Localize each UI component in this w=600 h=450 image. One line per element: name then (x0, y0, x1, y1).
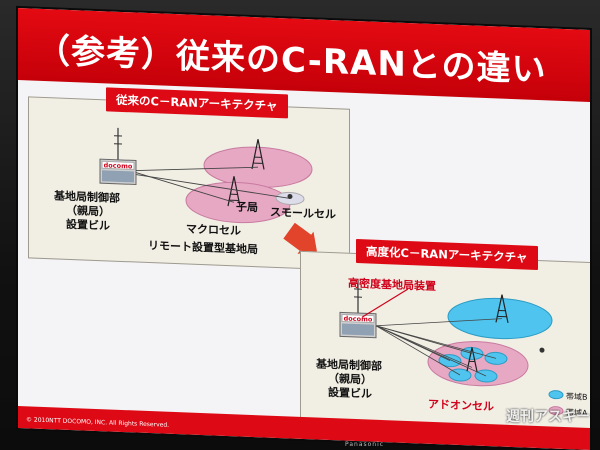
old-building-caption-3: 設置ビル (66, 217, 110, 233)
building-logo: docomo (104, 161, 133, 170)
new-building-caption-3: 設置ビル (328, 385, 372, 401)
fronthaul-links (375, 318, 503, 377)
legend-band-b: 帯域B (566, 392, 588, 402)
high-density-label: 高密度基地局装置 (348, 276, 436, 294)
legend (548, 390, 564, 416)
child-station-label: 子局 (236, 200, 258, 215)
small-cell-node (287, 193, 293, 199)
high-density-pointer (361, 288, 409, 318)
building-icon: docomo (339, 279, 377, 339)
fronthaul-links (135, 166, 291, 203)
old-cran-diagram: docomo (99, 127, 313, 224)
tower-icon (251, 139, 265, 170)
transition-arrow (283, 222, 317, 254)
building-logo: docomo (344, 315, 373, 324)
tower-icon (495, 294, 509, 323)
addon-cell-label: アドオンセル (428, 397, 494, 414)
slide-title: （参考）従来のC-RANとの違い (36, 30, 547, 91)
small-cell-label: スモールセル (270, 205, 336, 222)
tv-brand-logo: Panasonic (345, 441, 385, 448)
slide-screen: （参考）従来のC-RANとの違い 従来のC－RANアーキテクチャ docomo (18, 8, 590, 450)
watermark: 週刊アスキー (506, 409, 590, 425)
copyright-text: © 2010NTT DOCOMO, INC. All Rights Reserv… (26, 416, 170, 429)
small-cell-node (539, 347, 545, 353)
macro-cell-label: マクロセル (186, 222, 241, 238)
building-icon: docomo (99, 127, 137, 186)
new-cran-diagram: docomo (339, 279, 564, 416)
